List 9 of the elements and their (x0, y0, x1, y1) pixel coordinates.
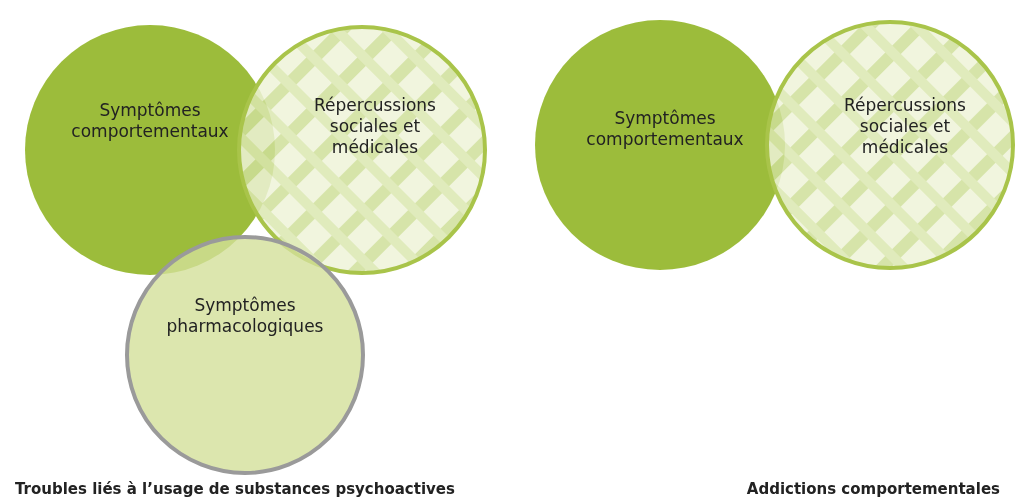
circle-label: Répercussions sociales et médicales (843, 95, 967, 158)
circle-label: Symptômes comportementaux (70, 100, 230, 142)
circle-label: Symptômes comportementaux (585, 108, 745, 150)
circle-label: Répercussions sociales et médicales (313, 95, 437, 158)
circle-label: Symptômes pharmacologiques (165, 295, 325, 337)
venn-circle (125, 235, 365, 475)
venn-circle (765, 20, 1015, 270)
diagram-caption: Addictions comportementales (746, 480, 1000, 498)
venn-circle (237, 25, 487, 275)
